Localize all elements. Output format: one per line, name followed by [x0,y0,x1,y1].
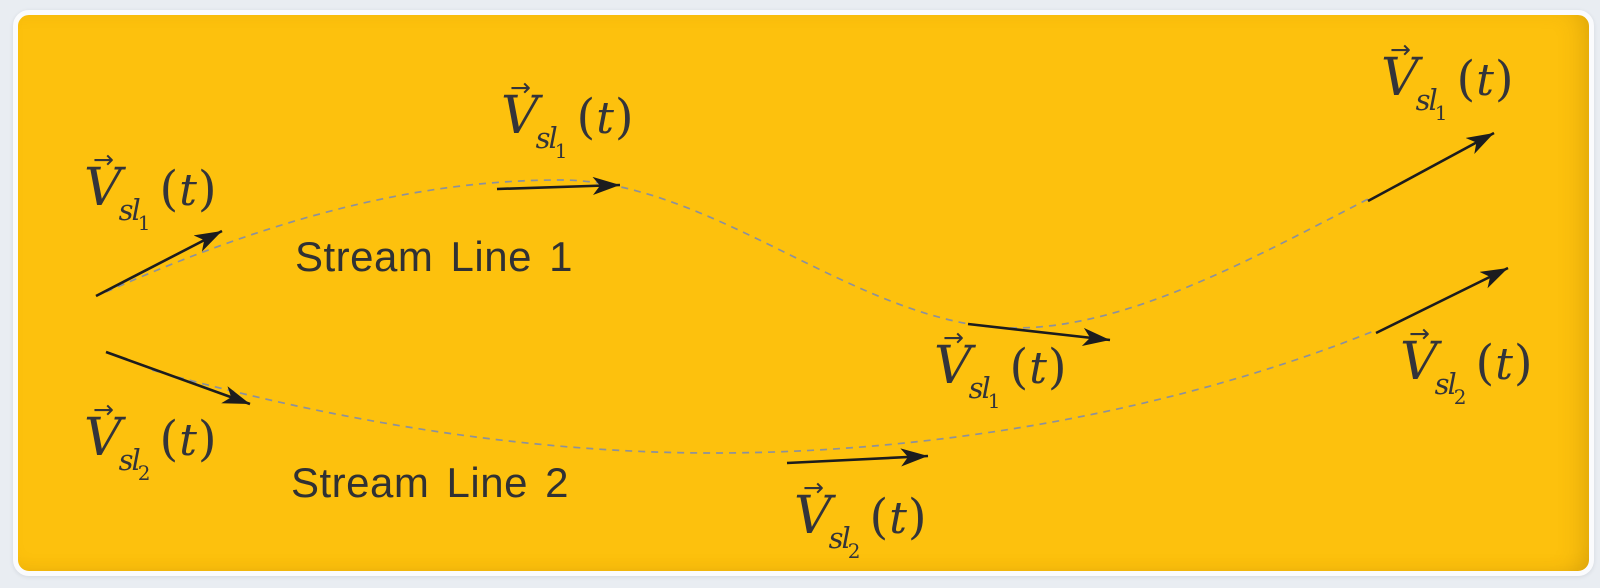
stream-line-1-label: Stream Line 1 [295,233,573,280]
time-variable: t [1495,339,1513,390]
paren-open: ( [576,89,596,145]
paren-open: ( [1475,335,1495,391]
vector-index: 1 [1434,101,1448,125]
velocity-arrow-sl1-trough [967,322,1111,346]
streamline-2-path [151,330,1375,454]
streamline-1-path [105,179,1371,329]
paren-close: ) [1494,51,1514,107]
vector-subscript: sl [535,121,558,155]
vector-arrow-icon: → [803,473,824,502]
vector-index: 1 [987,389,1001,413]
paren-open: ( [159,161,179,217]
vector-index: 2 [1453,385,1467,409]
time-variable: t [889,493,907,544]
velocity-arrow-sl1-peak [496,176,621,195]
vector-subscript: sl [1415,83,1438,117]
vector-index: 2 [847,539,861,563]
time-variable: t [1476,55,1494,106]
vector-base: V [84,158,122,218]
velocity-arrow-sl2-start [105,350,251,406]
paren-open: ( [1456,51,1476,107]
vector-label-sl1-peak: →Vsl1 (t) [501,75,634,163]
vector-label-sl2-end: →Vsl2 (t) [1400,321,1533,409]
paren-open: ( [1009,339,1029,395]
stream-line-2-label: Stream Line 2 [291,459,569,506]
vector-index: 1 [554,139,568,163]
vector-base: V [794,486,832,546]
vector-subscript: sl [1434,367,1457,401]
vector-arrow-icon: → [1390,35,1411,64]
paren-open: ( [869,489,889,545]
vector-subscript: sl [118,443,141,477]
vector-arrow-icon: → [93,395,114,424]
velocity-arrow-sl1-end [1367,131,1495,203]
figure-card [13,10,1594,576]
paren-open: ( [159,411,179,467]
vector-arrow-icon: → [1409,319,1430,348]
vector-label-sl1-trough: →Vsl1 (t) [934,325,1067,413]
vector-base: V [1381,48,1419,108]
vector-arrow-icon: → [510,73,531,102]
vector-arrow-icon: → [93,145,114,174]
paren-close: ) [614,89,634,145]
vector-subscript: sl [828,521,851,555]
vector-label-sl2-mid: →Vsl2 (t) [794,475,927,563]
time-variable: t [179,165,197,216]
vector-base: V [84,408,122,468]
vector-base: V [501,86,539,146]
paren-close: ) [1047,339,1067,395]
paren-close: ) [197,161,217,217]
vector-label-sl1-start: →Vsl1 (t) [84,147,217,235]
vector-base: V [934,336,972,396]
vector-base: V [1400,332,1438,392]
paren-close: ) [1513,335,1533,391]
vector-subscript: sl [118,193,141,227]
vector-label-sl2-start: →Vsl2 (t) [84,397,217,485]
vector-index: 1 [137,211,151,235]
vector-index: 2 [137,461,151,485]
paren-close: ) [197,411,217,467]
velocity-arrow-sl2-end [1375,266,1509,335]
vector-arrow-icon: → [943,323,964,352]
velocity-arrow-sl2-mid [786,448,929,467]
velocity-arrow-sl1-start [95,229,223,298]
time-variable: t [596,93,614,144]
paren-close: ) [907,489,927,545]
vector-subscript: sl [968,371,991,405]
time-variable: t [179,415,197,466]
vector-label-sl1-end: →Vsl1 (t) [1381,37,1514,125]
time-variable: t [1029,343,1047,394]
